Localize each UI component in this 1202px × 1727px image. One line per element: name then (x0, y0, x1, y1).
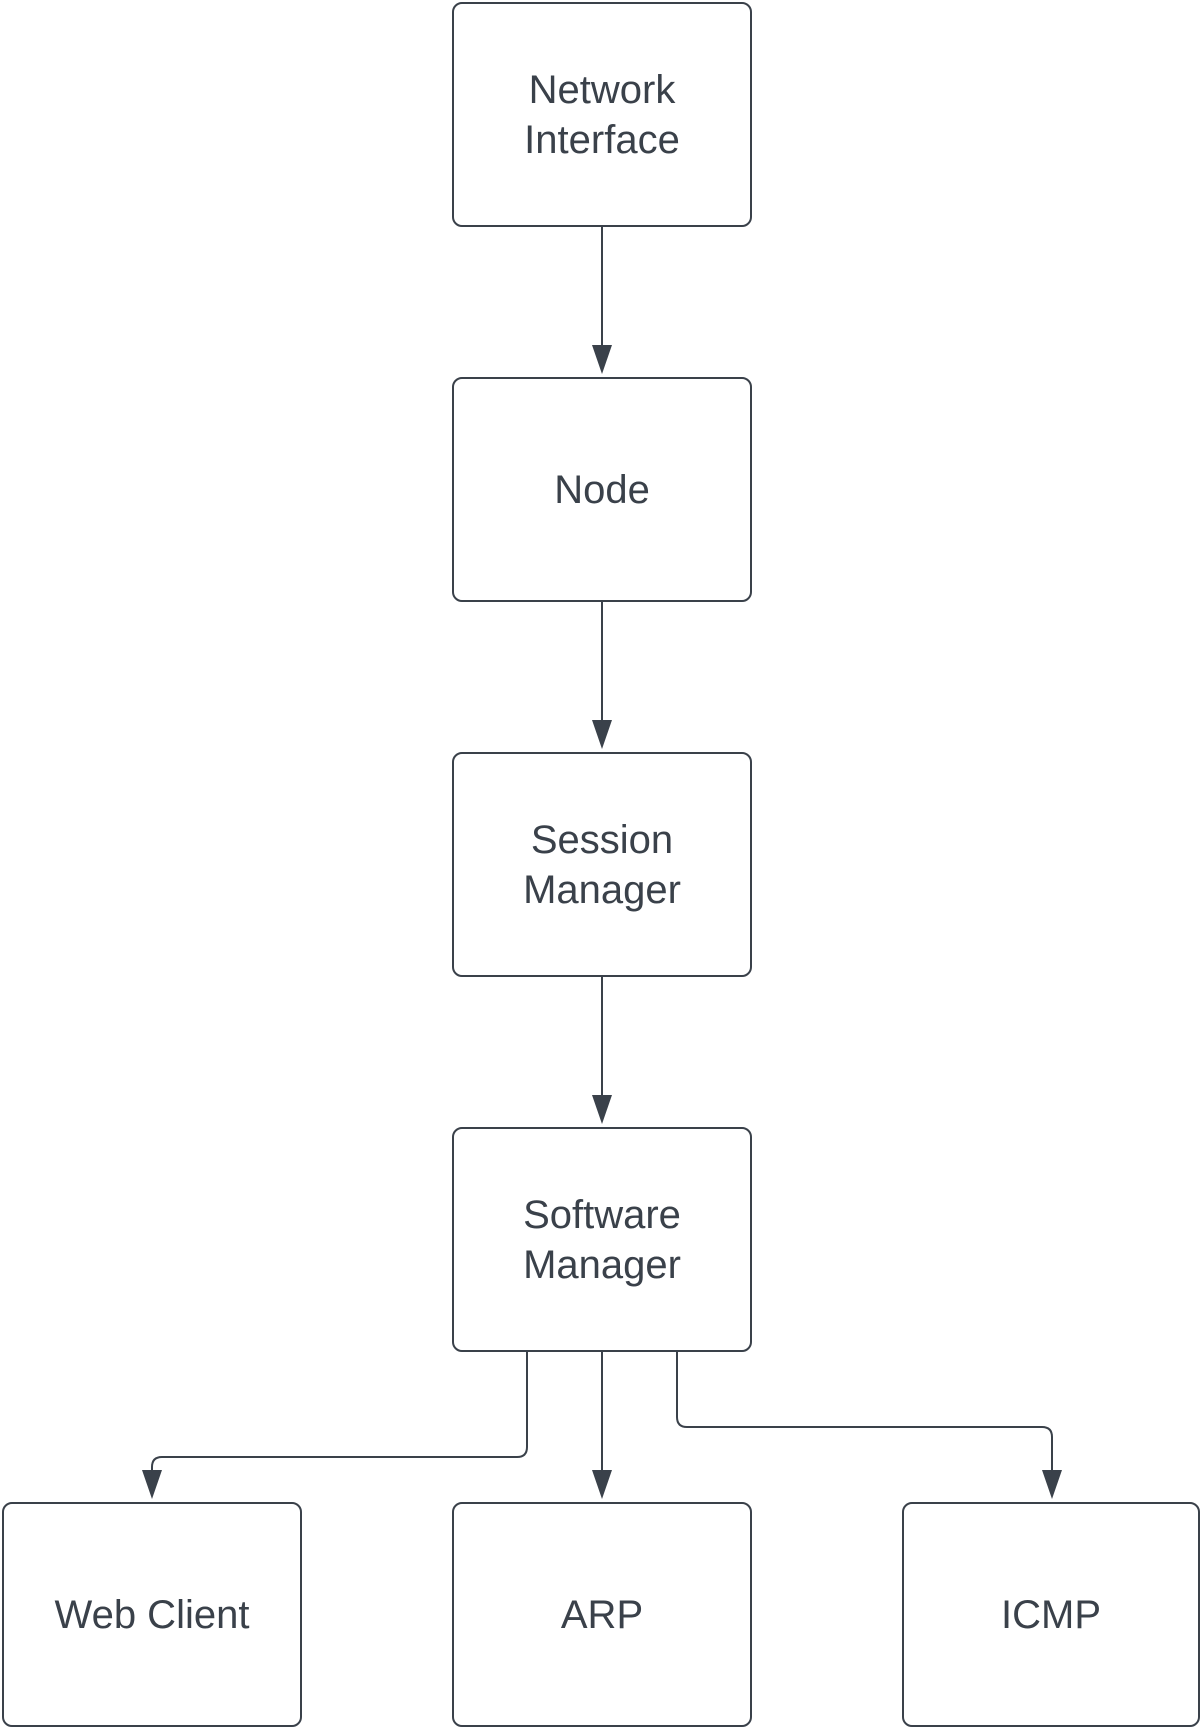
node-node: Node (452, 377, 752, 602)
arrowhead-software-manager (592, 1095, 612, 1124)
node-label: Web Client (54, 1592, 250, 1637)
node-icmp: ICMP (902, 1502, 1200, 1727)
node-label: Session Manager (523, 817, 681, 912)
edge-software-manager-to-web-client (151, 1352, 528, 1470)
node-network-interface: Network Interface (452, 2, 752, 227)
arrowhead-icmp (1042, 1470, 1062, 1499)
node-web-client: Web Client (2, 1502, 302, 1727)
arrowhead-arp (592, 1470, 612, 1499)
node-label: ICMP (1001, 1592, 1101, 1637)
arrowhead-node (592, 345, 612, 374)
node-session-manager: Session Manager (452, 752, 752, 977)
node-label: Software Manager (523, 1192, 681, 1287)
arrowhead-web-client (142, 1470, 162, 1499)
edge-software-manager-to-icmp (676, 1352, 1053, 1470)
node-software-manager: Software Manager (452, 1127, 752, 1352)
node-label: Network Interface (524, 67, 680, 162)
arrowhead-session-manager (592, 720, 612, 749)
node-arp: ARP (452, 1502, 752, 1727)
node-label: Node (554, 467, 650, 512)
node-label: ARP (560, 1592, 644, 1637)
